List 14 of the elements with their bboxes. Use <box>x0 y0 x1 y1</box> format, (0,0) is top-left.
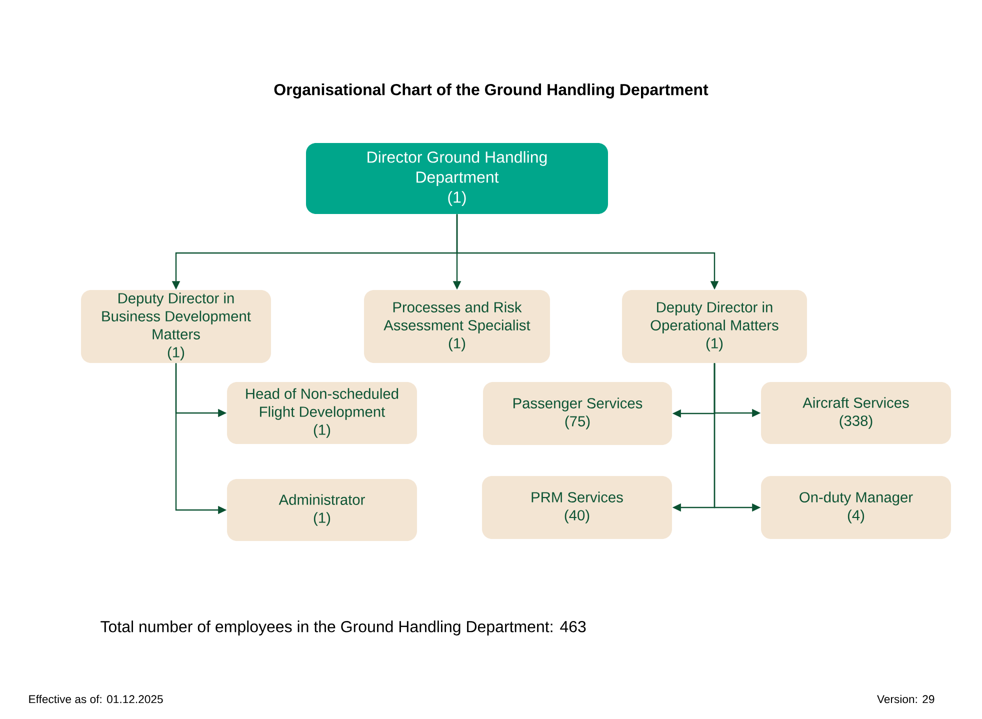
position-box: Administrator (1) <box>227 479 417 541</box>
position-box: Processes and Risk Assessment Specialist (1) <box>364 290 550 363</box>
position-box: Aircraft Services (338) <box>761 382 951 444</box>
position-box: On-duty Manager (4) <box>761 476 951 539</box>
position-box: PRM Services (40) <box>482 476 672 539</box>
position-box: Deputy Director in Operational Matters (1) <box>622 290 807 363</box>
position-box: Deputy Director in Business Development Matters (1) <box>81 290 271 363</box>
footer-text: Effective as of: 01.12.2025 <box>29 694 163 704</box>
note-text: Total number of employees in the Ground Handling Department: 463 <box>100 620 586 636</box>
position-box: Head of Non-scheduled Flight Development (1) <box>227 382 417 444</box>
footer-text: Version: 29 <box>877 694 934 704</box>
position-box: Director Ground Handling Department (1) <box>306 143 608 214</box>
position-box: Passenger Services (75) <box>483 382 672 445</box>
title: Organisational Chart of the Ground Handling Department <box>274 84 708 98</box>
